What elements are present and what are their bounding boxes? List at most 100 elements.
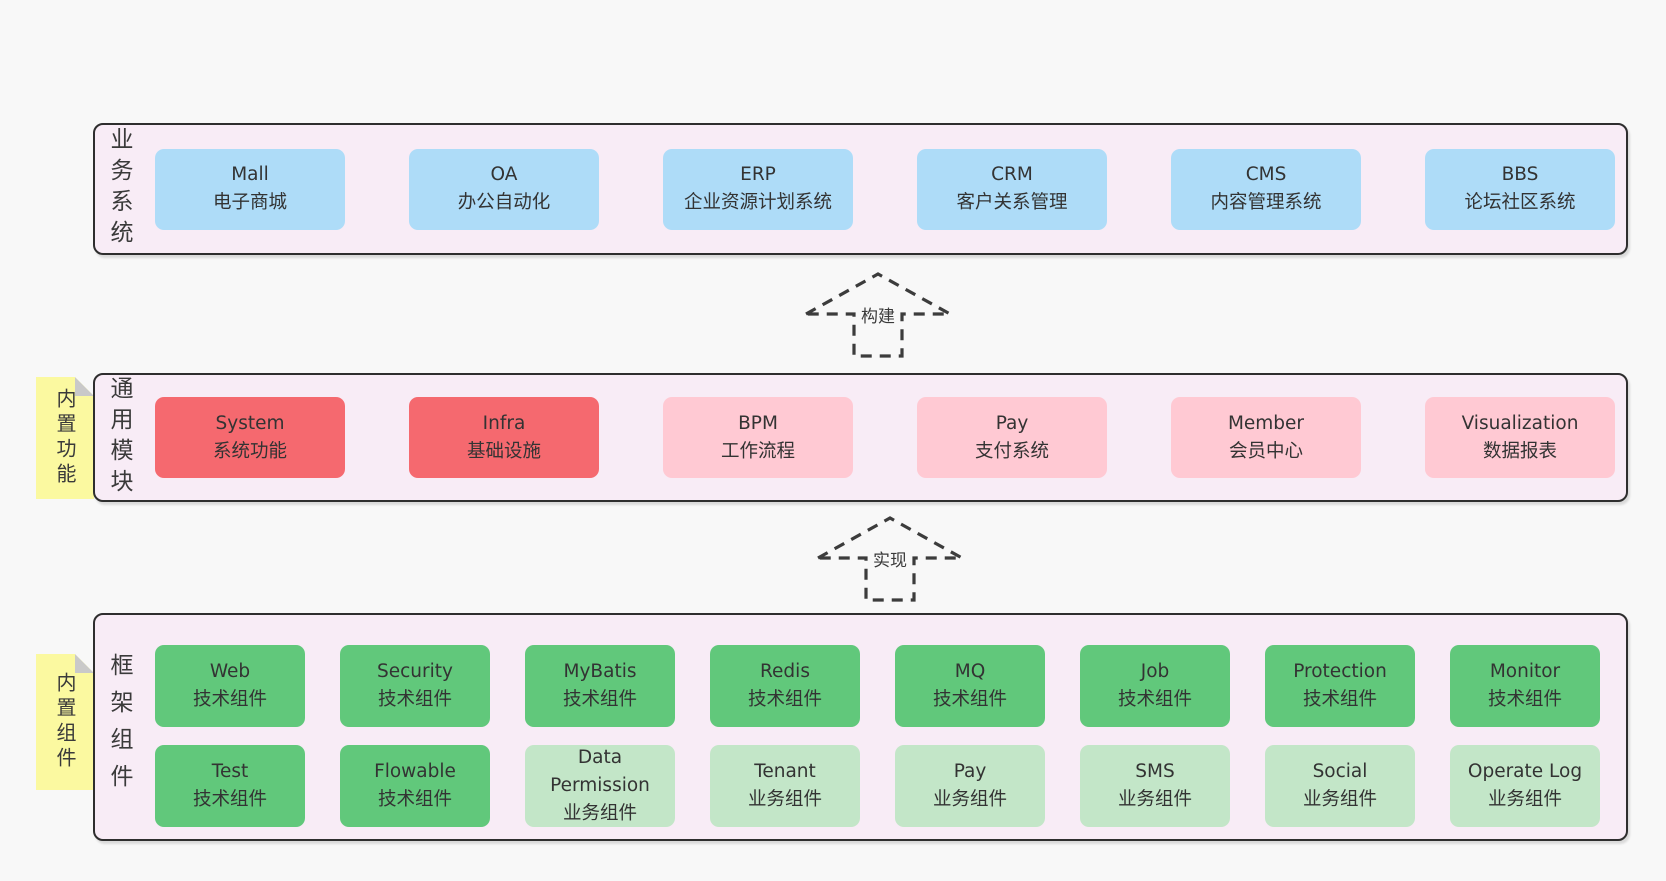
node-subtitle: 业务组件 bbox=[747, 789, 822, 810]
node-title: BPM bbox=[738, 412, 778, 434]
arrow-up-dashed-icon bbox=[817, 516, 963, 602]
node-subtitle: 技术组件 bbox=[377, 689, 452, 710]
node-flowable: Flowable 技术组件 bbox=[340, 745, 490, 827]
node-cms: CMS 内容管理系统 bbox=[1171, 148, 1361, 230]
node-title: Flowable bbox=[374, 761, 456, 783]
node-title: Security bbox=[377, 661, 453, 683]
node-title: Pay bbox=[995, 412, 1029, 434]
node-title: Test bbox=[211, 761, 249, 783]
framework-row-1: Web 技术组件 Security 技术组件 MyBatis 技术组件 Redi… bbox=[155, 645, 1626, 727]
node-system: System 系统功能 bbox=[155, 397, 345, 478]
node-title: SMS bbox=[1135, 761, 1175, 783]
node-title: CRM bbox=[991, 164, 1033, 186]
node-subtitle: 技术组件 bbox=[932, 689, 1007, 710]
node-title: Infra bbox=[482, 412, 526, 434]
node-subtitle: 技术组件 bbox=[562, 689, 637, 710]
node-web: Web 技术组件 bbox=[155, 645, 305, 727]
arrow-build: 构建 bbox=[805, 272, 951, 358]
arrow-implement-label: 实现 bbox=[870, 546, 910, 571]
node-job: Job 技术组件 bbox=[1080, 645, 1230, 727]
node-monitor: Monitor 技术组件 bbox=[1450, 645, 1600, 727]
node-title: Social bbox=[1312, 761, 1368, 783]
node-infra: Infra 基础设施 bbox=[409, 397, 599, 478]
built-in-features-tab: 内置功能 bbox=[36, 377, 94, 499]
node-subtitle: 业务组件 bbox=[562, 802, 637, 824]
node-title: BBS bbox=[1501, 164, 1539, 186]
node-mall: Mall 电子商城 bbox=[155, 148, 345, 230]
node-subtitle: 客户关系管理 bbox=[956, 192, 1068, 213]
common-modules-row: System 系统功能 Infra 基础设施 BPM 工作流程 Pay 支付系统… bbox=[95, 375, 1626, 500]
node-title: Pay bbox=[953, 761, 987, 783]
node-title: Redis bbox=[760, 661, 810, 683]
business-systems-side-label: 业务系统 bbox=[106, 127, 132, 251]
node-redis: Redis 技术组件 bbox=[710, 645, 860, 727]
node-title: Monitor bbox=[1489, 661, 1561, 683]
node-subtitle: 内容管理系统 bbox=[1210, 192, 1322, 213]
node-title: System bbox=[215, 412, 285, 434]
node-subtitle: 技术组件 bbox=[192, 789, 267, 810]
node-subtitle: 技术组件 bbox=[192, 689, 267, 710]
node-subtitle: 技术组件 bbox=[1487, 689, 1562, 710]
node-social: Social 业务组件 bbox=[1265, 745, 1415, 827]
node-subtitle: 技术组件 bbox=[1302, 689, 1377, 710]
node-title: Protection bbox=[1293, 661, 1387, 683]
node-subtitle: 业务组件 bbox=[1487, 789, 1562, 810]
arrow-up-dashed-icon bbox=[805, 272, 951, 358]
business-systems-row: Mall 电子商城 OA 办公自动化 ERP 企业资源计划系统 CRM 客户关系… bbox=[95, 125, 1626, 253]
built-in-components-tab: 内置组件 bbox=[36, 654, 94, 790]
built-in-features-tab-label: 内置功能 bbox=[53, 388, 77, 488]
arrow-build-label: 构建 bbox=[858, 302, 898, 327]
node-subtitle: 业务组件 bbox=[932, 789, 1007, 810]
node-title: Tenant bbox=[754, 761, 816, 783]
node-subtitle: 工作流程 bbox=[720, 440, 795, 462]
node-subtitle: 论坛社区系统 bbox=[1464, 192, 1576, 213]
folded-corner-icon bbox=[75, 377, 94, 396]
business-systems-panel: 业务系统 Mall 电子商城 OA 办公自动化 ERP 企业资源计划系统 CRM… bbox=[93, 123, 1628, 255]
common-modules-side-label: 通用模块 bbox=[106, 375, 132, 500]
node-title: Visualization bbox=[1461, 412, 1579, 434]
node-title: OA bbox=[490, 164, 518, 186]
node-sms: SMS 业务组件 bbox=[1080, 745, 1230, 827]
node-subtitle: 基础设施 bbox=[466, 440, 541, 462]
node-subtitle: 会员中心 bbox=[1228, 440, 1303, 462]
node-bbs: BBS 论坛社区系统 bbox=[1425, 148, 1615, 230]
node-erp: ERP 企业资源计划系统 bbox=[663, 148, 853, 230]
node-pay: Pay 支付系统 bbox=[917, 397, 1107, 478]
node-title: Data Permission bbox=[550, 747, 650, 797]
node-subtitle: 技术组件 bbox=[747, 689, 822, 710]
node-bpm: BPM 工作流程 bbox=[663, 397, 853, 478]
node-subtitle: 电子商城 bbox=[212, 192, 287, 213]
node-crm: CRM 客户关系管理 bbox=[917, 148, 1107, 230]
node-operate-log: Operate Log 业务组件 bbox=[1450, 745, 1600, 827]
node-subtitle: 业务组件 bbox=[1302, 789, 1377, 810]
built-in-components-tab-label: 内置组件 bbox=[53, 672, 77, 772]
node-security: Security 技术组件 bbox=[340, 645, 490, 727]
node-protection: Protection 技术组件 bbox=[1265, 645, 1415, 727]
framework-components-side-label: 框架组件 bbox=[106, 653, 132, 801]
folded-corner-icon bbox=[75, 654, 94, 673]
node-subtitle: 业务组件 bbox=[1117, 789, 1192, 810]
arrow-implement: 实现 bbox=[817, 516, 963, 602]
node-title: ERP bbox=[740, 164, 776, 186]
common-modules-panel: 通用模块 System 系统功能 Infra 基础设施 BPM 工作流程 Pay… bbox=[93, 373, 1628, 502]
node-title: CMS bbox=[1245, 164, 1287, 186]
framework-components-panel: 框架组件 Web 技术组件 Security 技术组件 MyBatis 技术组件… bbox=[93, 613, 1628, 841]
node-title: Operate Log bbox=[1467, 761, 1583, 783]
node-title: Job bbox=[1140, 661, 1170, 683]
framework-row-2: Test 技术组件 Flowable 技术组件 Data Permission … bbox=[155, 745, 1626, 827]
node-pay-component: Pay 业务组件 bbox=[895, 745, 1045, 827]
node-oa: OA 办公自动化 bbox=[409, 148, 599, 230]
node-test: Test 技术组件 bbox=[155, 745, 305, 827]
node-title: MyBatis bbox=[563, 661, 637, 683]
node-subtitle: 企业资源计划系统 bbox=[683, 192, 832, 213]
node-visualization: Visualization 数据报表 bbox=[1425, 397, 1615, 478]
node-mq: MQ 技术组件 bbox=[895, 645, 1045, 727]
node-member: Member 会员中心 bbox=[1171, 397, 1361, 478]
node-title: MQ bbox=[954, 661, 986, 683]
node-subtitle: 办公自动化 bbox=[457, 192, 551, 213]
framework-components-body: Web 技术组件 Security 技术组件 MyBatis 技术组件 Redi… bbox=[95, 615, 1626, 839]
node-data-permission: Data Permission 业务组件 bbox=[525, 745, 675, 827]
node-title: Mall bbox=[231, 164, 269, 186]
node-subtitle: 系统功能 bbox=[212, 440, 287, 462]
node-title: Web bbox=[209, 661, 251, 683]
